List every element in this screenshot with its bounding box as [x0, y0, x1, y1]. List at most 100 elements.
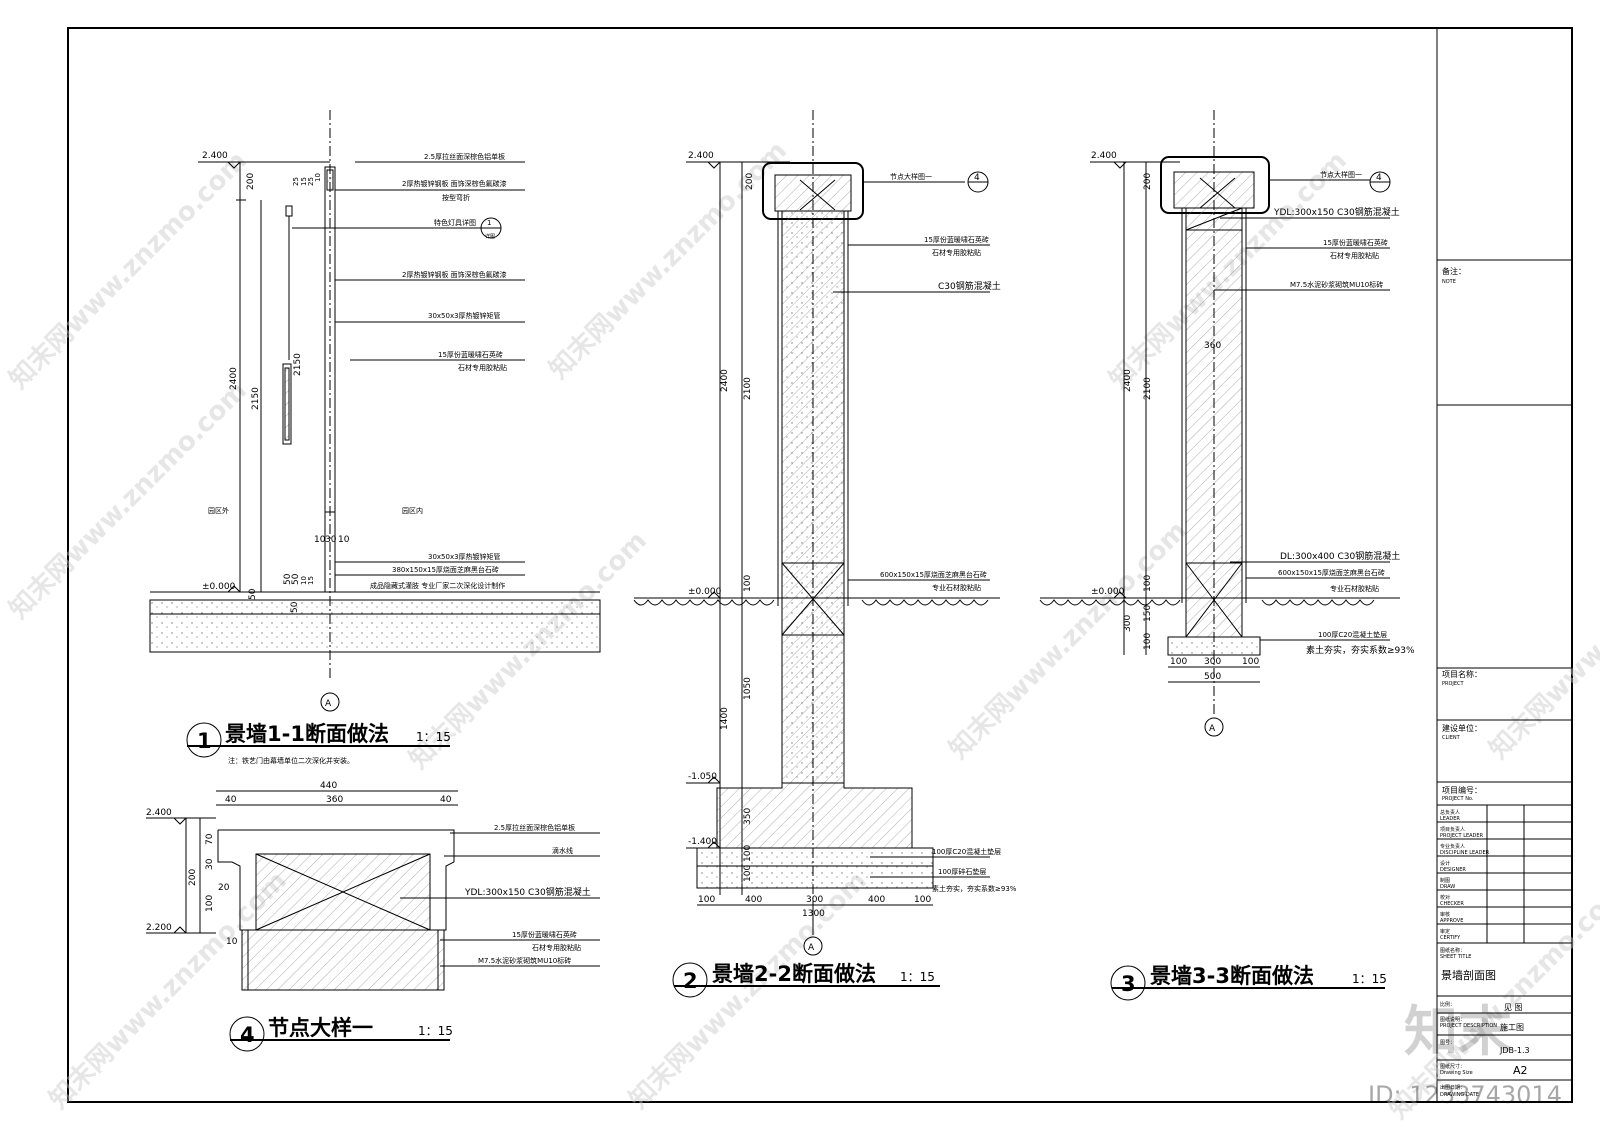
svg-text:360: 360: [1204, 341, 1221, 351]
svg-text:100: 100: [1143, 633, 1153, 650]
svg-text:项目编号：: 项目编号：: [1442, 785, 1482, 795]
svg-text:15: 15: [300, 177, 308, 186]
svg-text:30: 30: [325, 535, 337, 545]
svg-text:10: 10: [314, 173, 322, 182]
svg-text:CERTIFY: CERTIFY: [1440, 935, 1461, 941]
svg-text:500: 500: [1204, 672, 1221, 682]
svg-text:Drawing Size: Drawing Size: [1440, 1070, 1473, 1076]
svg-text:项目负责人: 项目负责人: [1440, 826, 1465, 833]
s1-top-level: 2.400: [202, 151, 228, 161]
svg-text:2.5厚拉丝面深棕色铝单板: 2.5厚拉丝面深棕色铝单板: [494, 823, 575, 832]
svg-text:100: 100: [1143, 575, 1153, 592]
svg-text:项目名称：: 项目名称：: [1442, 669, 1482, 679]
svg-text:SHEET TITLE: SHEET TITLE: [1440, 954, 1471, 960]
svg-text:滴水线: 滴水线: [552, 846, 573, 855]
svg-text:600x150x15厚烧面芝麻黑台石砖: 600x150x15厚烧面芝麻黑台石砖: [1278, 568, 1385, 577]
svg-text:知末网www.znzmo.com: 知末网www.znzmo.com: [4, 146, 253, 395]
svg-text:比例：: 比例：: [1440, 1001, 1455, 1008]
svg-text:440: 440: [320, 781, 337, 791]
svg-text:按型弯折: 按型弯折: [442, 193, 470, 202]
svg-text:150: 150: [1143, 605, 1153, 622]
svg-text:300: 300: [1123, 615, 1133, 632]
section-2-drawing: 2.400 200 2400 2100 100 1400 1050 350 10…: [633, 110, 1017, 956]
svg-text:A: A: [808, 943, 815, 953]
svg-text:1：15: 1：15: [416, 730, 451, 744]
svg-text:NOTE: NOTE: [1442, 279, 1456, 285]
svg-text:CHECKER: CHECKER: [1440, 901, 1464, 907]
svg-text:知末网www.znzmo.com: 知末网www.znzmo.com: [544, 136, 793, 385]
svg-text:2: 2: [683, 969, 698, 993]
s2-title: 景墙2-2断面做法: [712, 962, 876, 986]
svg-text:2400: 2400: [229, 367, 239, 390]
svg-text:15: 15: [307, 576, 315, 585]
svg-text:100厚C20混凝土垫层: 100厚C20混凝土垫层: [932, 847, 1001, 856]
svg-text:DISCIPLINE LEADER: DISCIPLINE LEADER: [1440, 850, 1490, 856]
svg-text:PROJECT LEADER: PROJECT LEADER: [1440, 833, 1484, 839]
svg-text:图纸名称：: 图纸名称：: [1440, 947, 1465, 954]
svg-text:10: 10: [226, 937, 238, 947]
section-4-drawing: 440 40 360 40 2.400 2.200 70 30 200 100 …: [146, 781, 600, 991]
svg-text:4: 4: [1376, 173, 1382, 183]
section-4-title: 4 节点大样一 1：15: [229, 1016, 453, 1052]
svg-text:30x50x3厚热镀锌矩管: 30x50x3厚热镀锌矩管: [428, 552, 501, 561]
svg-text:素土夯实，夯实系数≥93%: 素土夯实，夯实系数≥93%: [1306, 644, 1415, 656]
svg-text:2.400: 2.400: [688, 151, 714, 161]
svg-text:知末网www.znzmo.com: 知末网www.znzmo.com: [944, 516, 1193, 765]
svg-text:DRAW: DRAW: [1440, 884, 1455, 890]
svg-text:APPROVE: APPROVE: [1440, 918, 1463, 924]
svg-text:2400: 2400: [1123, 369, 1133, 392]
svg-text:专业石材胶粘贴: 专业石材胶粘贴: [932, 583, 981, 592]
svg-text:2150: 2150: [251, 387, 261, 410]
svg-text:600x150x15厚烧面芝麻黑台石砖: 600x150x15厚烧面芝麻黑台石砖: [880, 570, 987, 579]
svg-text:2100: 2100: [743, 377, 753, 400]
section-1-title: 1 景墙1-1断面做法 1：15 注：铁艺门由幕墙单位二次深化并安装。: [186, 722, 451, 765]
svg-text:2.200: 2.200: [146, 923, 172, 933]
svg-text:审定: 审定: [1440, 928, 1450, 935]
svg-text:LEADER: LEADER: [1440, 816, 1460, 822]
svg-text:100厚C20混凝土垫层: 100厚C20混凝土垫层: [1318, 630, 1387, 639]
svg-text:A2: A2: [1513, 1064, 1528, 1077]
svg-text:设计: 设计: [1440, 860, 1450, 867]
svg-text:知末网www.znzmo.com: 知末网www.znzmo.com: [1484, 516, 1600, 765]
svg-text:制图: 制图: [1440, 877, 1450, 884]
svg-text:2400: 2400: [720, 369, 730, 392]
svg-text:石材专用胶粘贴: 石材专用胶粘贴: [932, 248, 981, 257]
svg-text:A: A: [1209, 724, 1216, 734]
svg-text:园区内: 园区内: [402, 506, 423, 515]
svg-text:PROJECT DESCRIPTION: PROJECT DESCRIPTION: [1440, 1023, 1497, 1029]
svg-text:成品隐藏式灌肢 专业厂家二次深化设计制作: 成品隐藏式灌肢 专业厂家二次深化设计制作: [370, 581, 505, 590]
svg-text:-1.400: -1.400: [688, 837, 717, 847]
svg-text:100: 100: [743, 575, 753, 592]
s3-title: 景墙3-3断面做法: [1150, 964, 1314, 988]
title-block: 备注： NOTE 项目名称： PROJECT 建设单位： CLIENT 项目编号…: [1437, 259, 1572, 1098]
svg-text:节点大样图一: 节点大样图一: [1320, 170, 1362, 179]
svg-text:施工图: 施工图: [1500, 1022, 1524, 1032]
svg-text:50: 50: [283, 573, 293, 585]
svg-text:1: 1: [197, 729, 212, 753]
svg-text:DESIGNER: DESIGNER: [1440, 867, 1466, 873]
svg-text:详图: 详图: [485, 233, 495, 240]
section-1-drawing: 2.400 200 2400 2150 2150 25 15 25 10 50 …: [149, 110, 601, 712]
svg-text:3: 3: [1121, 972, 1136, 996]
svg-text:1: 1: [487, 219, 491, 227]
svg-text:出图日期：: 出图日期：: [1440, 1084, 1465, 1091]
svg-text:校对: 校对: [1440, 894, 1450, 901]
svg-text:70: 70: [205, 833, 215, 845]
svg-text:100: 100: [698, 895, 715, 905]
svg-text:380x150x15厚烧面芝麻黑台石砖: 380x150x15厚烧面芝麻黑台石砖: [392, 565, 499, 574]
svg-text:40: 40: [440, 795, 452, 805]
svg-text:石材专用胶粘贴: 石材专用胶粘贴: [458, 363, 507, 372]
svg-text:1：15: 1：15: [900, 970, 935, 984]
svg-text:石材专用胶粘贴: 石材专用胶粘贴: [532, 943, 581, 952]
svg-text:300: 300: [1204, 657, 1221, 667]
svg-text:节点大样图一: 节点大样图一: [890, 172, 932, 181]
svg-text:总负责人: 总负责人: [1440, 809, 1460, 816]
svg-text:100: 100: [1242, 657, 1259, 667]
s1-annotations: 2.5厚拉丝面深棕色铝单板 2厚热镀锌钢板 面饰深棕色氟碳漆 按型弯折 特色灯具…: [292, 152, 525, 590]
s1-note: 注：铁艺门由幕墙单位二次深化并安装。: [228, 756, 354, 765]
svg-text:备注：: 备注：: [1442, 266, 1466, 276]
svg-text:PROJECT: PROJECT: [1442, 681, 1465, 687]
svg-text:PROJECT No.: PROJECT No.: [1442, 796, 1474, 802]
svg-text:YDL:300x150 C30钢筋混凝土: YDL:300x150 C30钢筋混凝土: [464, 886, 591, 898]
